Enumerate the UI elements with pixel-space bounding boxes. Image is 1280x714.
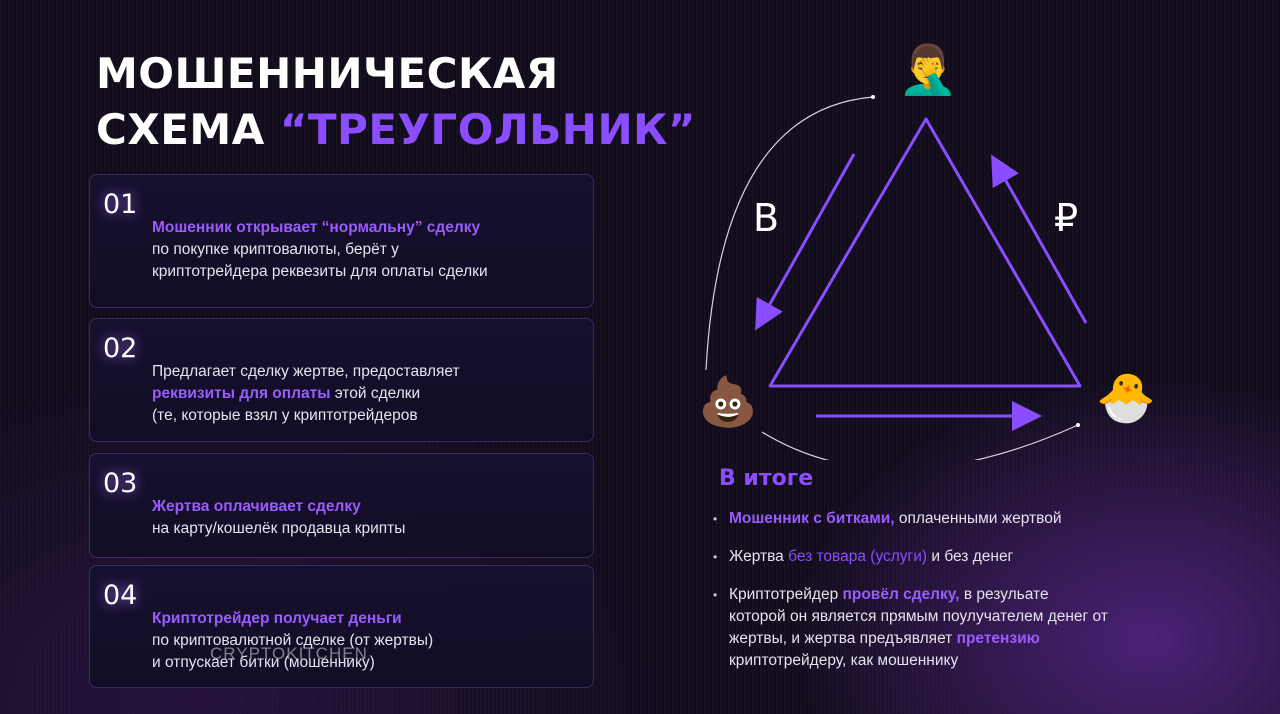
step-card-02: 02 Предлагает сделку жертве, предоставля…: [89, 318, 594, 442]
step-line: по покупке криптовалюты, берёт у: [152, 241, 399, 258]
curve-dot: [871, 95, 875, 99]
step-highlight: реквизиты для оплаты: [152, 385, 331, 402]
result-text: в резульате которой он является прямым п…: [729, 586, 1108, 647]
facepalm-man-emoji: 🤦‍♂️: [898, 42, 958, 98]
result-text: и без денег: [927, 548, 1014, 565]
step-text: Предлагает сделку жертве, предоставляет …: [152, 361, 573, 427]
result-item: Мошенник с битками, оплаченными жертвой: [713, 508, 1133, 530]
result-item: Криптотрейдер провёл сделку, в резульате…: [713, 584, 1109, 672]
step-card-01: 01 Мошенник открывает “нормальну” сделку…: [89, 174, 594, 308]
triangle-diagram: [705, 95, 1088, 460]
rouble-symbol: ₽: [1054, 196, 1079, 240]
result-text: криптотрейдеру, как мошеннику: [729, 652, 959, 669]
watermark: CRYPTOKITCHEN: [210, 644, 368, 663]
outer-curve-left: [705, 96, 874, 371]
arrow-rouble: [991, 154, 1088, 324]
result-list: Мошенник с битками, оплаченными жертвой …: [713, 508, 1133, 672]
result-highlight: без товара (услуги): [788, 548, 928, 565]
step-text: Мошенник открывает “нормальну” сделку по…: [152, 217, 573, 283]
step-line: (те, которые взял у криптотрейдеров: [152, 407, 418, 424]
step-line: на карту/кошелёк продавца крипты: [152, 520, 406, 537]
arrow-bitcoin: [755, 153, 856, 331]
step-highlight: Мошенник открывает “нормальну” сделку: [152, 219, 481, 236]
hatching-chick-emoji: 🐣: [1096, 370, 1156, 426]
step-line: Предлагает сделку жертве, предоставляет: [152, 363, 460, 380]
result-text: оплаченными жертвой: [894, 510, 1062, 527]
result-text: Криптотрейдер: [729, 586, 843, 603]
step-number: 03: [103, 468, 138, 499]
triangle-shape: [768, 117, 1082, 388]
result-item: Жертва без товара (услуги) и без денег: [713, 546, 1133, 568]
poop-emoji: 💩: [698, 374, 758, 430]
title-line2-prefix: СХЕМА: [96, 105, 280, 154]
step-number: 02: [103, 333, 138, 364]
step-number: 04: [103, 580, 138, 611]
outer-curve-bottom: [761, 424, 1079, 460]
step-line: криптотрейдера реквезиты для оплаты сдел…: [152, 263, 488, 280]
bitcoin-symbol: B: [753, 196, 780, 240]
step-card-03: 03 Жертва оплачивает сделку на карту/кош…: [89, 453, 594, 558]
step-line: по криптовалютной сделке (от жертвы): [152, 632, 434, 649]
step-line: и отпускает битки (мошеннику): [152, 654, 375, 671]
result-highlight: Мошенник с битками,: [729, 510, 895, 527]
result-title: В итоге: [719, 466, 814, 491]
title-line1: МОШЕННИЧЕСКАЯ: [96, 49, 559, 98]
step-text: Криптотрейдер получает деньги по криптов…: [152, 608, 573, 674]
result-text: Жертва: [729, 548, 789, 565]
step-line: этой сделки: [330, 385, 421, 402]
result-highlight: провёл сделку,: [842, 586, 960, 603]
curve-dot: [1076, 423, 1080, 427]
slide-title: МОШЕННИЧЕСКАЯ СХЕМА “ТРЕУГОЛЬНИК”: [96, 46, 696, 158]
step-highlight: Криптотрейдер получает деньги: [152, 610, 402, 627]
step-card-04: 04 Криптотрейдер получает деньги по крип…: [89, 565, 594, 688]
step-number: 01: [103, 189, 138, 220]
step-highlight: Жертва оплачивает сделку: [152, 498, 361, 515]
title-accent: “ТРЕУГОЛЬНИК”: [279, 105, 697, 154]
result-highlight: претензию: [956, 630, 1040, 647]
step-text: Жертва оплачивает сделку на карту/кошелё…: [152, 496, 573, 540]
